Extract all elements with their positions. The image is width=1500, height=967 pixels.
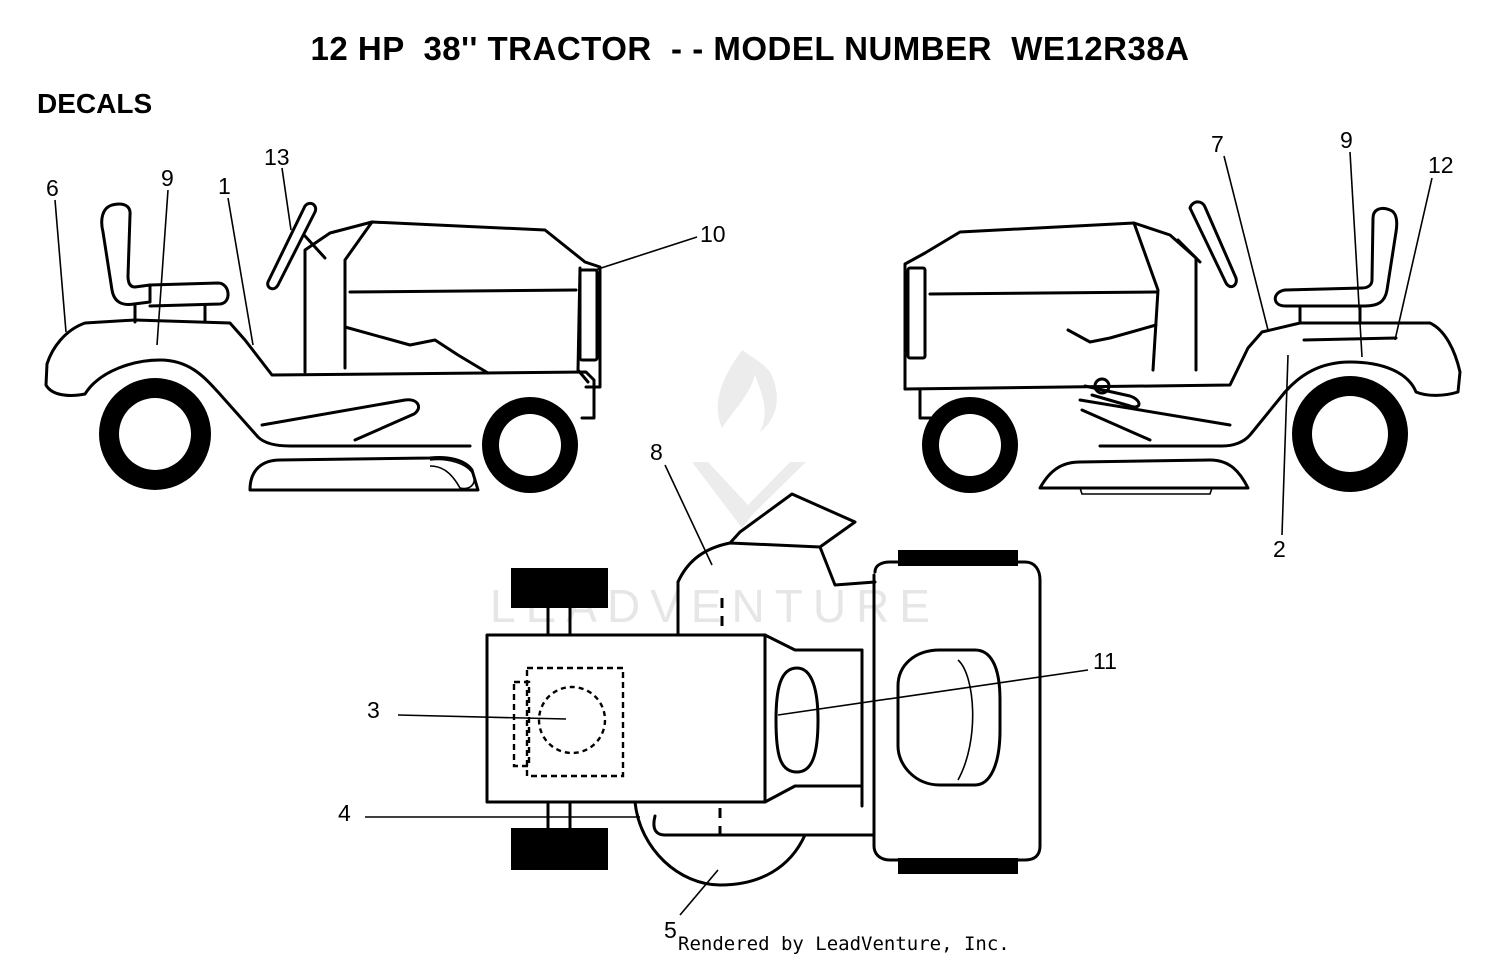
top-view: 8 3 4 5 11 [338, 439, 1117, 943]
rendered-by-credit: Rendered by LeadVenture, Inc. [678, 933, 1010, 955]
front-wheel [482, 397, 578, 493]
callout-10: 10 [700, 221, 726, 247]
rear-tire-bottom [898, 858, 1018, 874]
steering-wheel [1176, 200, 1238, 289]
seat [1273, 206, 1399, 324]
callout-4: 4 [338, 800, 351, 826]
front-axle [511, 568, 608, 870]
callout-5: 5 [664, 917, 677, 943]
rear-tire-top [898, 550, 1018, 566]
front-wheel [922, 397, 1018, 493]
callout-8: 8 [650, 439, 663, 465]
callout-7: 7 [1211, 131, 1224, 157]
callout-12: 12 [1428, 152, 1454, 178]
mower-deck [633, 800, 807, 887]
callout-9-left: 9 [161, 165, 174, 191]
right-side-view: 7 9 12 2 [903, 127, 1462, 562]
callout-3: 3 [367, 697, 380, 723]
mower-deck [248, 398, 480, 492]
top-view-leaders [365, 464, 1089, 916]
front-tire-bottom [511, 828, 608, 870]
left-view-leaders [54, 167, 698, 346]
rear-wheel [99, 378, 211, 490]
callout-9-right: 9 [1340, 127, 1353, 153]
section-title: DECALS [37, 88, 153, 119]
seat [100, 202, 230, 324]
callout-2: 2 [1273, 536, 1286, 562]
callout-1: 1 [218, 173, 231, 199]
mower-deck [1038, 377, 1250, 495]
page-title: 12 HP 38'' TRACTOR - - MODEL NUMBER WE12… [310, 30, 1190, 67]
hood [485, 633, 767, 804]
right-view-leaders [1223, 151, 1433, 536]
callout-6-left: 6 [46, 175, 59, 201]
rear-body [652, 560, 1042, 862]
rear-wheel [1292, 376, 1408, 492]
mid-body [763, 633, 864, 804]
flame-logo-icon [692, 350, 806, 528]
discharge-chute [676, 492, 877, 637]
callout-13: 13 [264, 144, 290, 170]
left-side-view: 6 9 1 13 10 [44, 144, 726, 493]
hood [903, 221, 1198, 391]
rear-fender [903, 321, 1462, 448]
hood [303, 220, 602, 389]
callout-11: 11 [1093, 648, 1117, 674]
front-tire-top [511, 568, 608, 608]
steering-wheel [266, 201, 327, 291]
rear-fender [44, 318, 596, 448]
